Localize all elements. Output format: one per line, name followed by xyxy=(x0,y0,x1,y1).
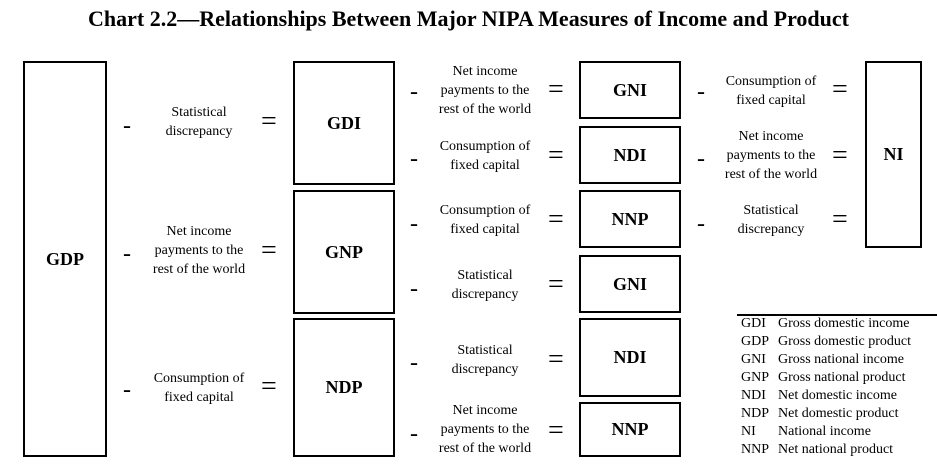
minus-sign: - xyxy=(697,79,705,105)
equals-sign: = xyxy=(548,140,564,171)
legend-abbr: NDP xyxy=(741,406,770,421)
legend-abbr: GNI xyxy=(741,352,766,367)
equals-sign: = xyxy=(832,140,848,171)
legend-row: GNP Gross national product xyxy=(741,369,937,387)
legend-row: GDP Gross domestic product xyxy=(741,333,937,351)
legend-abbr: NDI xyxy=(741,388,766,403)
label-statistical-discrepancy: Statistical discrepancy xyxy=(451,268,519,302)
ni-box: NI xyxy=(865,61,922,248)
legend-desc: Net national product xyxy=(778,442,894,457)
minus-sign: - xyxy=(410,276,418,302)
label-net-income-payments: Net income payments to the rest of the w… xyxy=(724,129,818,182)
legend-desc: Gross domestic income xyxy=(778,316,910,331)
minus-sign: - xyxy=(123,377,131,403)
legend-row: NDI Net domestic income xyxy=(741,387,937,405)
label-statistical-discrepancy: Statistical discrepancy xyxy=(451,343,519,377)
minus-sign: - xyxy=(123,113,131,139)
legend-desc: Gross domestic product xyxy=(778,334,911,349)
legend-row: GNI Gross national income xyxy=(741,351,937,369)
label-statistical-discrepancy: Statistical discrepancy xyxy=(165,105,233,139)
equals-sign: = xyxy=(832,204,848,235)
legend-row: NDP Net domestic product xyxy=(741,405,937,423)
gnp-box: GNP xyxy=(293,190,395,314)
chart-title: Chart 2.2—Relationships Between Major NI… xyxy=(88,6,849,31)
minus-sign: - xyxy=(410,350,418,376)
gni-box: GNI xyxy=(579,61,681,119)
minus-sign: - xyxy=(697,146,705,172)
label-net-income-payments: Net income payments to the rest of the w… xyxy=(438,403,532,456)
ndi-box: NDI xyxy=(579,318,681,397)
legend-abbr: GDP xyxy=(741,334,770,349)
legend-row: NNP Net national product xyxy=(741,441,937,459)
legend-divider xyxy=(737,314,937,316)
nnp-box: NNP xyxy=(579,402,681,457)
legend-abbr: GNP xyxy=(741,370,770,385)
legend-abbr: GDI xyxy=(741,316,766,331)
label-consumption-of-fixed-capital: Consumption of fixed capital xyxy=(725,74,817,108)
legend: GDI Gross domestic income GDP Gross domest… xyxy=(741,315,937,459)
ndp-box: NDP xyxy=(293,318,395,457)
gdp-box: GDP xyxy=(23,61,107,457)
equals-sign: = xyxy=(548,269,564,300)
equals-sign: = xyxy=(548,415,564,446)
equals-sign: = xyxy=(548,204,564,235)
legend-desc: Gross national product xyxy=(778,370,906,385)
legend-row: NI National income xyxy=(741,423,937,441)
nnp-box: NNP xyxy=(579,190,681,248)
label-statistical-discrepancy: Statistical discrepancy xyxy=(737,203,805,237)
minus-sign: - xyxy=(410,79,418,105)
minus-sign: - xyxy=(410,146,418,172)
label-net-income-payments: Net income payments to the rest of the w… xyxy=(152,224,246,277)
legend-desc: Net domestic product xyxy=(778,406,899,421)
equals-sign: = xyxy=(548,344,564,375)
label-consumption-of-fixed-capital: Consumption of fixed capital xyxy=(439,203,531,237)
minus-sign: - xyxy=(410,421,418,447)
legend-abbr: NI xyxy=(741,424,756,439)
equals-sign: = xyxy=(261,371,277,402)
legend-desc: Gross national income xyxy=(778,352,904,367)
gdi-box: GDI xyxy=(293,61,395,185)
minus-sign: - xyxy=(123,241,131,267)
label-consumption-of-fixed-capital: Consumption of fixed capital xyxy=(153,371,245,405)
equals-sign: = xyxy=(832,74,848,105)
legend-row: GDI Gross domestic income xyxy=(741,315,937,333)
minus-sign: - xyxy=(697,211,705,237)
equals-sign: = xyxy=(548,74,564,105)
legend-desc: Net domestic income xyxy=(778,388,897,403)
legend-abbr: NNP xyxy=(741,442,770,457)
minus-sign: - xyxy=(410,211,418,237)
ndi-box: NDI xyxy=(579,126,681,184)
gni-box: GNI xyxy=(579,255,681,313)
equals-sign: = xyxy=(261,106,277,137)
label-consumption-of-fixed-capital: Consumption of fixed capital xyxy=(439,139,531,173)
label-net-income-payments: Net income payments to the rest of the w… xyxy=(438,64,532,117)
equals-sign: = xyxy=(261,235,277,266)
legend-desc: National income xyxy=(778,424,871,439)
